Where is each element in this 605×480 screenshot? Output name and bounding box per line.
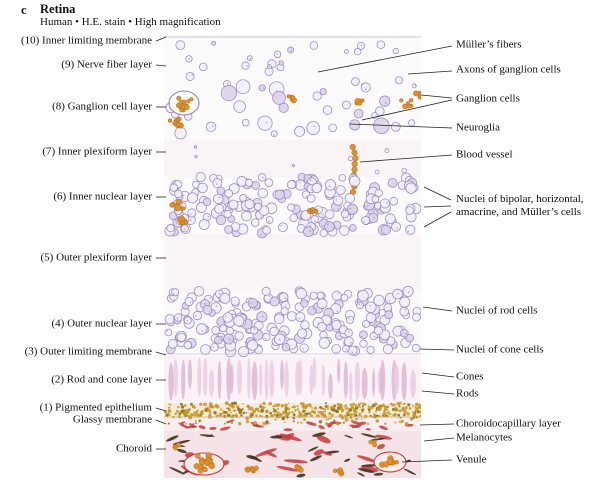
outer-plexiform-band [164,234,421,291]
micrograph-layers [164,35,421,478]
label-nuclei-of-rod-cells: Nuclei of rod cells [456,304,538,317]
label-pigmented-epithelium: (1) Pigmented epithelium [39,401,152,414]
label-melanocytes: Melanocytes [456,431,513,444]
label-cones: Cones [456,370,484,383]
label-ganglion-cell-layer: (8) Ganglion cell layer [52,100,152,113]
label-outer-limiting-membrane: (3) Outer limiting membrane [24,345,152,358]
inner-plexiform-dots [193,145,407,175]
outer-nuclear-layer [164,285,421,358]
label-inner-limiting-membrane: (10) Inner limiting membrane [20,34,152,47]
nerve-fiber-cells [175,40,417,92]
label-outer-plexiform-layer: (5) Outer plexiform layer [40,251,152,264]
inner-plexiform-band [164,140,421,177]
leader-lines [155,36,455,463]
label-ganglion-cells: Ganglion cells [456,92,520,105]
ganglion-cells-band [165,79,416,140]
label-choroid: Choroid [115,442,152,455]
label-rods: Rods [456,387,479,400]
label-choroidocapillary-layer: Choroidocapillary layer [456,417,561,430]
label-nerve-fiber-layer: (9) Nerve fiber layer [61,58,152,71]
inner-nuclear-pigment [169,198,319,226]
choriocapillary-vessels [178,419,414,432]
label-blood-vessel: Blood vessel [456,148,513,161]
label-nuclei-of-cone-cells: Nuclei of cone cells [456,343,544,356]
figure-title: Retina [40,2,76,16]
label-rod-and-cone-layer: (2) Rod and cone layer [51,373,152,386]
label-inner-plexiform-layer: (7) Inner plexiform layer [42,145,152,158]
figure-subtitle: Human • H.E. stain • High magnification [40,16,221,28]
inner-nuclear-layer [164,171,421,239]
choroid-pigment-clusters [172,439,399,477]
choriocapillary-speckle [167,415,419,426]
label-glassy-membrane: Glassy membrane [72,413,152,426]
label-muellers-fibers: Müller’s fibers [456,38,522,51]
label-inner-nuclear-layer: (6) Inner nuclear layer [53,190,152,203]
rod-cone-streaks [168,357,416,401]
label-outer-nuclear-layer: (4) Outer nuclear layer [51,317,152,330]
label-venule: Venule [456,453,487,466]
ganglion-pigment-clusters [167,90,421,129]
panel-letter: c [21,3,27,17]
label-nuclei-of-bipolar-cells: Nuclei of bipolar, horizontal, amacrine,… [456,193,584,218]
label-axons-of-ganglion-cells: Axons of ganglion cells [456,63,561,76]
label-neuroglia: Neuroglia [456,121,500,134]
